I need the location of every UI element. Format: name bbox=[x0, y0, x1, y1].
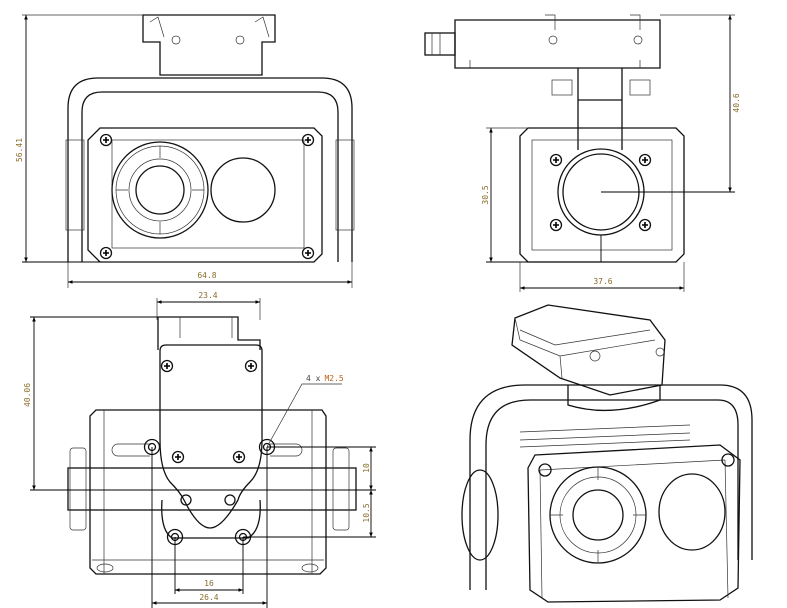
dim-side-width: 37.6 bbox=[593, 277, 612, 286]
front-view: 56.41 64.8 bbox=[15, 14, 355, 288]
mount-plate bbox=[159, 344, 263, 529]
lens-right bbox=[210, 157, 276, 223]
isometric-view bbox=[461, 304, 753, 603]
lens-left bbox=[111, 141, 209, 239]
side-body bbox=[519, 127, 685, 263]
mount-block bbox=[142, 14, 276, 76]
iso-lens-right bbox=[658, 473, 726, 551]
bracket-arm bbox=[67, 467, 357, 511]
dim-hole-offset-upper: 10 bbox=[362, 463, 371, 473]
iso-lens-left bbox=[549, 466, 647, 564]
bracket bbox=[67, 77, 353, 262]
bottom-body bbox=[89, 409, 327, 575]
mount-top bbox=[157, 316, 261, 350]
dim-mount-width: 23.4 bbox=[198, 291, 217, 300]
dim-front-height: 56.41 bbox=[15, 138, 24, 162]
iso-arm bbox=[567, 385, 661, 412]
arm bbox=[577, 68, 623, 150]
dim-hole-spacing-outer: 26.4 bbox=[199, 593, 218, 602]
iso-camera-body bbox=[527, 444, 741, 603]
dim-hole-offset-lower: 10.5 bbox=[362, 503, 371, 522]
dim-side-body-height: 30.5 bbox=[481, 185, 490, 204]
dim-side-center-height: 40.6 bbox=[732, 93, 741, 112]
camera-body bbox=[87, 127, 323, 263]
iso-mount-block bbox=[511, 304, 666, 396]
side-view: 40.6 30.5 37.6 bbox=[424, 14, 741, 292]
dim-front-width: 64.8 bbox=[197, 271, 216, 280]
dim-bottom-height: 40.06 bbox=[23, 383, 32, 407]
dim-hole-spacing-inner: 16 bbox=[204, 579, 214, 588]
iso-bracket bbox=[469, 384, 753, 590]
top-plate bbox=[454, 19, 661, 69]
